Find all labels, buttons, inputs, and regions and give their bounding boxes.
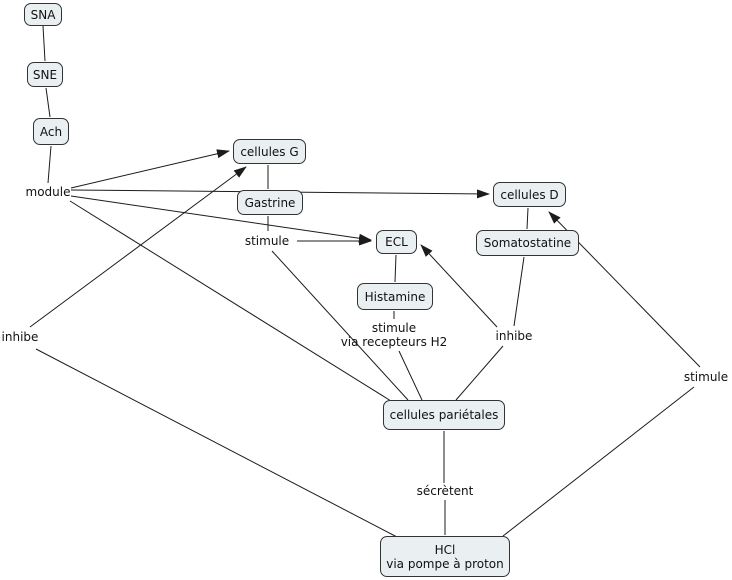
edge-inhibe-right-parietales	[455, 345, 504, 401]
edge-module-parietales	[69, 200, 392, 402]
edge-sna-sne	[42, 25, 46, 62]
label-histamine-effect-line2: via recepteurs H2	[340, 335, 448, 349]
node-ecl: ECL	[376, 230, 417, 254]
node-cellules-d: cellules D	[493, 182, 566, 207]
edge-somatostatine-inhibe	[513, 256, 525, 327]
node-gastrine: Gastrine	[237, 190, 303, 215]
node-sne: SNE	[27, 62, 63, 87]
label-module: module	[25, 185, 71, 199]
node-hcl: HCl via pompe à proton	[380, 536, 510, 577]
edge-inhibe-ecl	[420, 244, 498, 328]
label-inhibe-somatostatine: inhibe	[495, 329, 533, 343]
label-stimule-gastrine: stimule	[244, 234, 290, 248]
node-somatostatine: Somatostatine	[476, 230, 579, 256]
edge-ecl-histamine	[394, 254, 397, 283]
node-cellules-g: cellules G	[233, 139, 306, 164]
label-stimule-hcl: stimule	[683, 370, 729, 384]
node-hcl-line1: HCl	[434, 542, 456, 557]
node-ach: Ach	[33, 118, 69, 145]
edge-module-ecl	[70, 195, 372, 243]
edge-cellulesd-somatostatine	[526, 207, 529, 230]
label-secretent: sécrètent	[416, 484, 474, 498]
edge-ach-module	[47, 145, 52, 184]
edge-inhibe-left-cellulesg	[29, 166, 247, 328]
edge-sne-ach	[45, 87, 51, 118]
node-hcl-line2: via pompe à proton	[386, 556, 504, 571]
edge-module-cellulesg	[70, 149, 230, 189]
edge-hcl-stimule-right	[502, 386, 695, 537]
label-histamine-effect-line1: stimule	[371, 321, 417, 335]
edge-stimule-parietales	[271, 250, 409, 401]
label-histamine-effect: stimule via recepteurs H2	[341, 321, 448, 349]
node-histamine: Histamine	[357, 283, 433, 310]
node-sna: SNA	[24, 3, 62, 26]
node-cellules-parietales: cellules pariétales	[383, 400, 505, 430]
edge-h2label-parietales	[398, 350, 423, 401]
edge-hcl-inhibe-left	[35, 348, 398, 538]
label-inhibe-hcl: inhibe	[1, 330, 39, 344]
